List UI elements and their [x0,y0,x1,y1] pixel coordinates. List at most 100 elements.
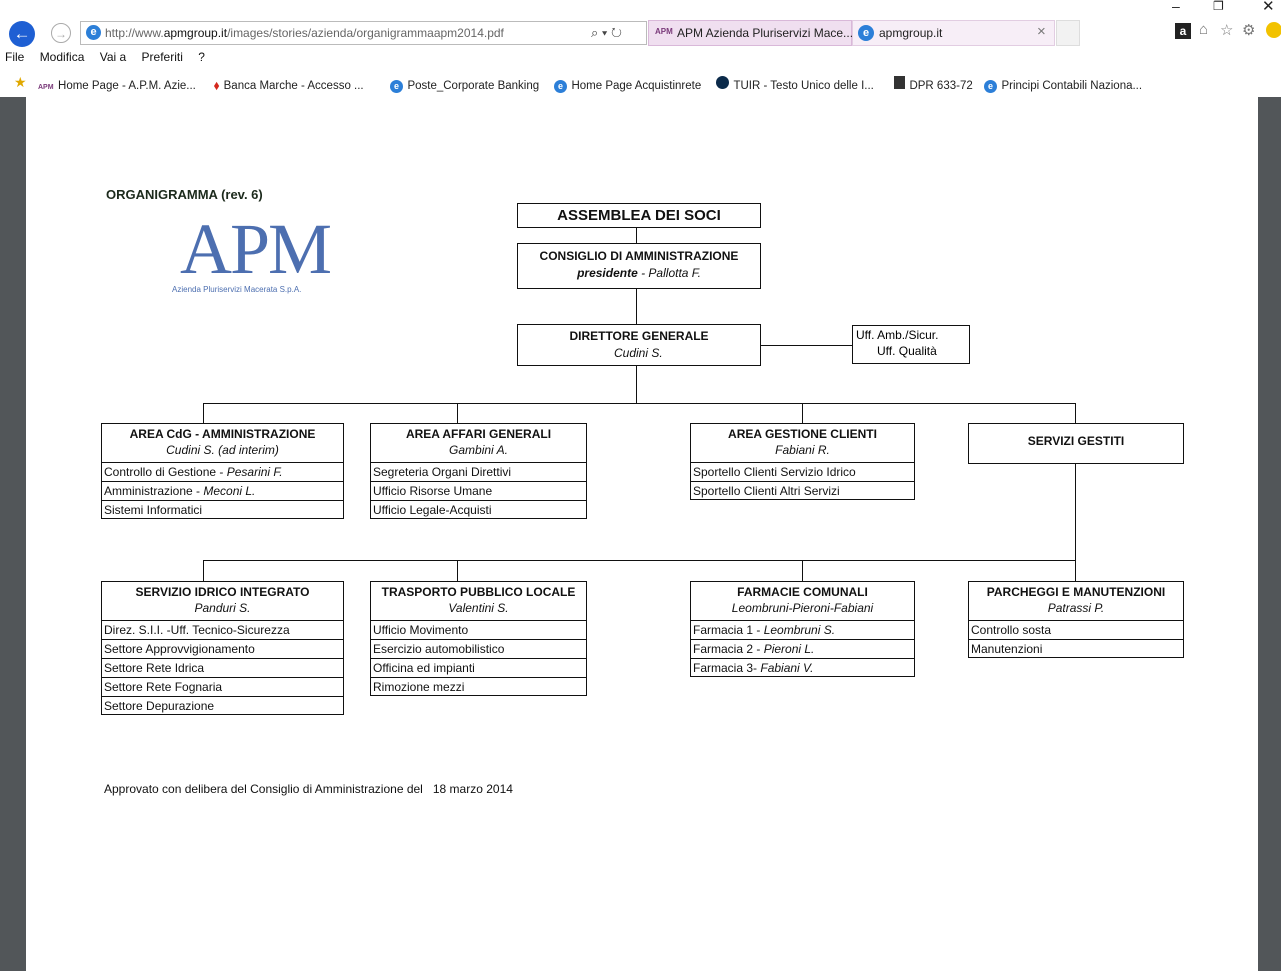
uff-box: Uff. Amb./Sicur. Uff. Qualità [852,325,970,364]
org-unit-row: Sportello Clienti Altri Servizi [691,481,914,500]
close-tab-icon[interactable]: × [1037,23,1046,40]
org-unit-row: Sportello Clienti Servizio Idrico [691,462,914,481]
org-unit-row: Controllo di Gestione - Pesarini F. [102,462,343,481]
org-unit-head: Panduri S. [194,601,251,615]
menu-preferiti[interactable]: Preferiti [141,50,183,64]
connector-line [203,560,1076,561]
org-unit-row: Rimozione mezzi [371,677,586,696]
direttore-title: DIRETTORE GENERALE [569,329,709,343]
menu-bar: File Modifica Vai a Preferiti ? [5,50,205,64]
direttore-box: DIRETTORE GENERALE Cudini S. [517,324,761,366]
assemblea-title: ASSEMBLEA DEI SOCI [557,207,721,224]
new-tab-button[interactable] [1056,20,1080,46]
row-text: Controllo di Gestione - [104,465,227,479]
fav-item-principi[interactable]: e Principi Contabili Naziona... [984,76,1142,94]
org-unit-head: Gambini A. [449,443,508,457]
restore-icon[interactable]: ❐ [1213,0,1224,13]
org-unit-row: Ufficio Legale-Acquisti [371,500,586,519]
menu-modifica[interactable]: Modifica [39,50,85,64]
connector-line [802,560,803,581]
org-unit-row: Ufficio Risorse Umane [371,481,586,500]
org-unit-row: Settore Rete Idrica [102,658,343,677]
approval-footer: Approvato con delibera del Consiglio di … [104,782,513,796]
connector-line [203,403,1076,404]
tab-apm[interactable]: APM APM Azienda Pluriservizi Mace... [648,20,854,46]
org-unit-head: Cudini S. (ad interim) [166,443,279,457]
row-text: Farmacia 1 - [693,623,764,637]
org-unit-row: Manutenzioni [969,639,1183,658]
home-icon[interactable]: ⌂ [1199,21,1209,38]
org-unit-row: Segreteria Organi Direttivi [371,462,586,481]
org-unit-row: Farmacia 2 - Pieroni L. [691,639,914,658]
row-text: Settore Approvvigionamento [104,642,255,656]
row-person: Fabiani V. [760,661,814,675]
menu-file[interactable]: File [5,50,25,64]
connector-line [802,403,803,423]
ie-page-icon: e [858,25,874,41]
menu-vai-a[interactable]: Vai a [99,50,127,64]
tab-label: apmgroup.it [879,26,943,40]
fav-item-acquistinrete[interactable]: e Home Page Acquistinrete [554,76,701,94]
connector-line [1075,403,1076,423]
org-unit-row: Sistemi Informatici [102,500,343,519]
row-text: Ufficio Movimento [373,623,469,637]
row-person: Pieroni L. [763,642,815,656]
url-text[interactable]: http://www.apmgroup.it/images/stories/az… [105,26,504,40]
document-heading: ORGANIGRAMMA (rev. 6) [106,187,263,202]
org-unit-title: AREA AFFARI GENERALI [405,427,552,441]
row-text: Segreteria Organi Direttivi [373,465,512,479]
fav-item-tuir[interactable]: TUIR - Testo Unico delle I... [716,76,874,94]
fav-item-apm[interactable]: APM Home Page - A.P.M. Azie... [38,80,196,92]
pdf-viewer[interactable]: ORGANIGRAMMA (rev. 6) APM Azienda Pluris… [0,97,1281,971]
org-unit-title: SERVIZI GESTITI [1027,434,1125,448]
address-bar[interactable]: e http://www.apmgroup.it/images/stories/… [80,21,647,45]
ie-page-icon: e [390,80,403,93]
favorites-add-icon[interactable]: ★ [14,74,27,90]
connector-line [636,366,637,403]
tab-label: APM Azienda Pluriservizi Mace... [677,26,854,40]
minimize-icon[interactable]: – [1172,0,1180,14]
org-unit-head: Leombruni-Pieroni-Fabiani [731,601,874,615]
connector-line [1075,560,1076,581]
apm-tab-favicon: APM [655,27,673,36]
logo-tagline: Azienda Pluriservizi Macerata S.p.A. [172,285,302,294]
favorites-star-icon[interactable]: ☆ [1220,22,1234,39]
tab-apmgroup[interactable]: e apmgroup.it × [852,20,1055,46]
fav-item-banca-marche[interactable]: ⬧ Banca Marche - Accesso ... [214,80,364,92]
org-unit-row: Direz. S.I.I. -Uff. Tecnico-Sicurezza [102,620,343,639]
search-refresh-icons[interactable]: ⌕ ▾ ↻ [591,25,622,40]
org-unit-row: Settore Depurazione [102,696,343,715]
circle-icon [716,76,729,89]
connector-line [761,345,852,346]
direttore-name: Cudini S. [614,346,663,360]
row-text: Officina ed impianti [373,661,475,675]
org-unit-row: Amministrazione - Meconi L. [102,481,343,500]
assemblea-box: ASSEMBLEA DEI SOCI [517,203,761,228]
consiglio-president: presidente - Pallotta F. [577,266,701,280]
row-text: Esercizio automobilistico [373,642,505,656]
row-person: Pesarini F. [226,465,283,479]
row-text: Farmacia 3- [693,661,761,675]
uff-line1: Uff. Amb./Sicur. [856,328,939,342]
row-person: Leombruni S. [763,623,836,637]
connector-line [636,227,637,243]
fav-item-dpr[interactable]: DPR 633-72 [894,76,973,94]
back-arrow-icon[interactable]: ← [9,21,35,47]
fav-item-poste[interactable]: e Poste_Corporate Banking [390,76,539,94]
menu-help[interactable]: ? [198,50,205,64]
row-text: Amministrazione - [104,484,204,498]
org-unit-box: SERVIZI GESTITI [968,423,1184,464]
close-window-icon[interactable]: ✕ [1262,0,1275,15]
org-unit-row: Officina ed impianti [371,658,586,677]
gear-icon[interactable]: ⚙ [1242,22,1256,39]
forward-arrow-icon[interactable]: → [51,23,71,43]
ie-page-icon: e [86,25,101,40]
row-text: Direz. S.I.I. -Uff. Tecnico-Sicurezza [104,623,290,637]
amazon-icon[interactable]: a [1175,23,1191,39]
row-text: Settore Depurazione [104,699,215,713]
smiley-icon[interactable] [1266,22,1281,38]
org-unit-title: TRASPORTO PUBBLICO LOCALE [381,585,576,599]
